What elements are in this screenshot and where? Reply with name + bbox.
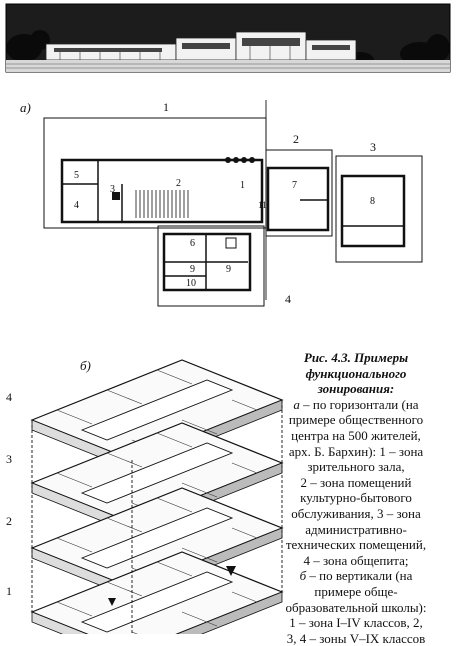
caption-line: обслуживания, 3 – зона [291,505,421,521]
level-1: 1 [6,584,12,598]
caption-title-line: зонирования: [317,381,395,397]
caption-line: арх. Б. Бархин): 1 – зона [288,443,424,459]
plan-zone-3: 3 [370,140,376,154]
caption-line: примере общественного [288,412,424,428]
caption-line: 3, 4 – зоны V–IX классов [286,630,426,646]
caption-line: 4 – зона общепита; [303,552,409,568]
caption-line: технических помещений, [285,537,427,553]
plan-zone-4: 4 [285,292,291,306]
caption-line: центра на 500 жителей, [291,427,421,443]
room-number: 3 [110,184,115,195]
plan-zone-1: 1 [163,100,169,114]
caption-b-letter: б [299,568,307,584]
caption-b-text: – по вертикали (на [306,568,413,584]
room-number: 7 [292,180,297,191]
room-number: 2 [176,178,181,189]
plan-zone-2: 2 [293,132,299,146]
room-number: 8 [370,196,375,207]
caption-a-letter: а [293,396,300,412]
room-number: 9 [226,264,231,275]
figure-label-b: б) [80,358,91,373]
level-3: 3 [6,452,12,466]
room-number: 10 [186,278,196,289]
caption-title-line: функционального [305,365,407,381]
caption-line: а – по горизонтали (на [262,397,450,413]
caption-line: примере обще- [314,583,398,599]
caption-line: б – по вертикали (на [262,568,450,584]
room-number: 5 [74,170,79,181]
room-number: 11 [258,200,267,210]
caption-line: 2 – зона помещений [300,474,412,490]
caption-title-line: Рис. 4.3. Примеры [303,350,409,365]
caption-line: образовательной школы): [285,599,427,615]
caption-line: 1 – зона I–IV классов, 2, [289,615,423,631]
room-number: 1 [240,180,245,191]
room-number: 6 [190,238,195,249]
caption-a-text: – по горизонтали (на [299,396,419,412]
room-number: 9 [190,264,195,275]
caption-line: культурно-бытового [300,490,412,506]
room-number: 4 [74,200,79,211]
figure-caption: Рис. 4.3. Примеры функционального зониро… [262,350,450,646]
caption-line: административно- [305,521,407,537]
level-4: 4 [6,390,12,404]
caption-line: зрительного зала, [307,459,405,475]
figure-label-a: а) [20,100,31,115]
level-2: 2 [6,514,12,528]
